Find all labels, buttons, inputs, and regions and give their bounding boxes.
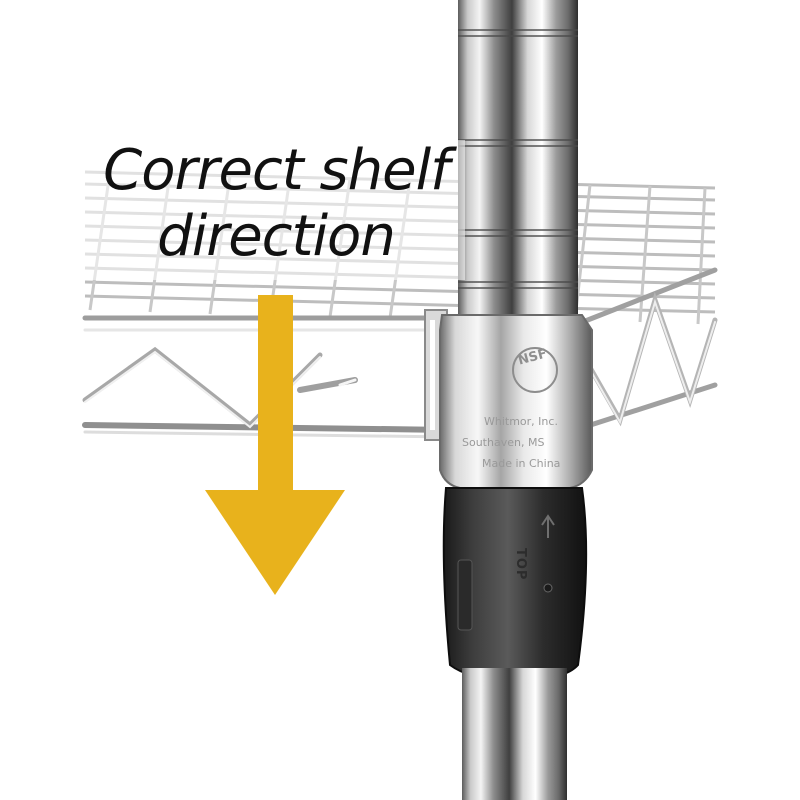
collar-engraving-line-1: Whitmor, Inc. [484,415,558,428]
nsf-seal [512,347,558,393]
sleeve-top-label: TOP [513,548,528,581]
caption-text: Correct shelf direction [96,138,456,270]
collar-engraving-line-3: Made in China [482,457,561,470]
down-arrow-icon [205,295,345,595]
post-upper [458,0,578,330]
caption-line-2: direction [157,204,396,269]
post-lower [462,668,567,800]
caption-line-1: Correct shelf [103,138,450,203]
collar-engraving-line-2: Southaven, MS [462,436,545,449]
